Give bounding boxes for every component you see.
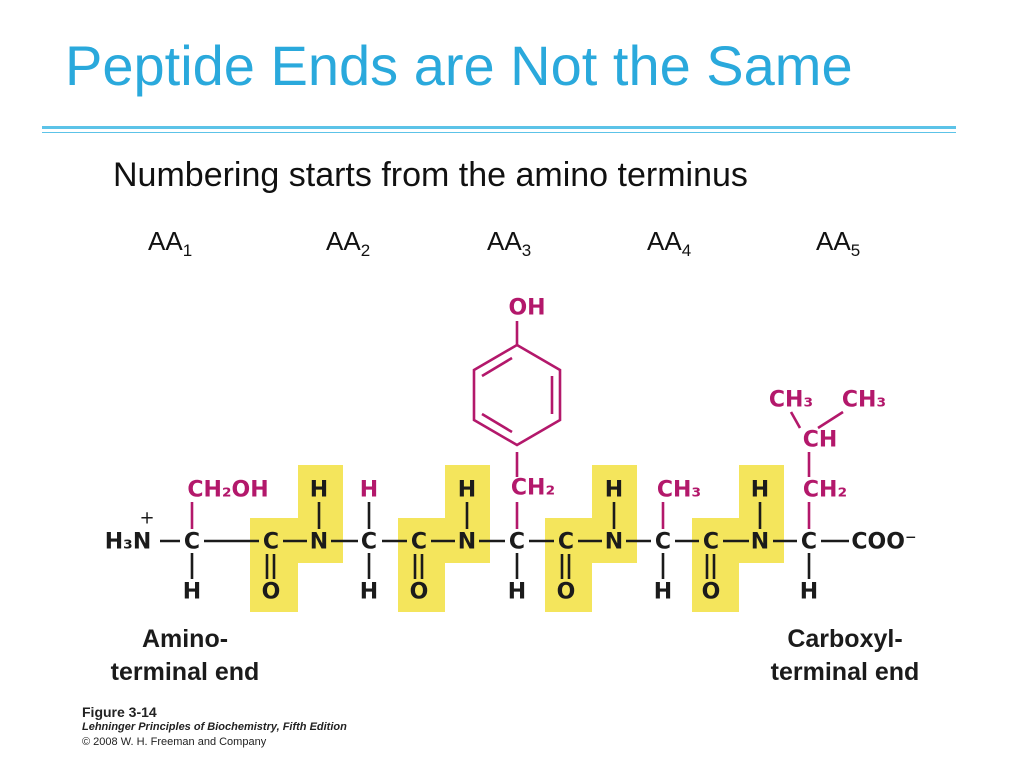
carbonyl-oxygen-3: O [557, 580, 576, 605]
carbonyl-oxygen-4: O [702, 580, 721, 605]
residue-label-1: AA1 [148, 226, 192, 261]
isoleucine-ch3-right: CH₃ [842, 388, 886, 413]
plus-charge: + [139, 508, 154, 529]
amino-end-line2: terminal end [110, 658, 260, 686]
serine-side-chain: CH₂OH [187, 478, 268, 503]
alpha-carbon-4: C [655, 530, 671, 555]
alpha-carbon-3: C [509, 530, 525, 555]
amide-hydrogen-5: H [751, 478, 769, 503]
alpha-carbon-1: C [184, 530, 200, 555]
alpha-hydrogen-1: H [183, 580, 201, 605]
side-chain-bonds [190, 321, 844, 529]
isoleucine-ch: CH [803, 428, 838, 453]
amino-end-line1: Amino- [141, 625, 229, 653]
amide-hydrogen-3: H [458, 478, 476, 503]
residue-label-4: AA4 [647, 226, 691, 261]
carbonyl-carbon-1: C [263, 530, 279, 555]
carbonyl-carbon-3: C [558, 530, 574, 555]
residue-label-text: AA [647, 226, 682, 256]
residue-label-3: AA3 [487, 226, 531, 261]
tyrosine-ch2: CH₂ [511, 476, 555, 501]
residue-label-text: AA [816, 226, 851, 256]
alpha-carbon-5: C [801, 530, 817, 555]
benzene-ring [472, 343, 562, 447]
residue-label-text: AA [487, 226, 522, 256]
carbonyl-carbon-2: C [411, 530, 427, 555]
residue-label-5: AA5 [816, 226, 860, 261]
amide-hydrogen-4: H [605, 478, 623, 503]
alanine-side-chain: CH₃ [657, 478, 701, 503]
carboxyl-terminal-end-label: Carboxyl- terminal end [745, 623, 945, 689]
title-divider [42, 126, 956, 129]
carboxyl-end-line2: terminal end [770, 658, 920, 686]
copyright-notice: © 2008 W. H. Freeman and Company [82, 736, 267, 748]
residue-index: 5 [850, 241, 861, 260]
slide-title: Peptide Ends are Not the Same [65, 34, 853, 97]
alpha-hydrogen-2: H [360, 580, 378, 605]
carbonyl-oxygen-2: O [410, 580, 429, 605]
amide-hydrogen-2: H [310, 478, 328, 503]
amino-group: H₃N [105, 530, 151, 555]
tyrosine-hydroxyl: OH [508, 296, 545, 321]
alpha-hydrogen-5: H [800, 580, 818, 605]
side-chain-atoms: CH₂OH CH₂ OH CH₃ CH₂ CH CH₃ CH₃ [187, 296, 886, 503]
residue-label-text: AA [326, 226, 361, 256]
residue-index: 3 [521, 241, 532, 260]
isoleucine-ch2: CH₂ [803, 478, 847, 503]
amide-nitrogen-5: N [751, 530, 769, 555]
residue-index: 4 [681, 241, 692, 260]
figure-caption: Figure 3-14 Lehninger Principles of Bioc… [82, 705, 347, 750]
residue-label-text: AA [148, 226, 183, 256]
amide-nitrogen-2: N [310, 530, 328, 555]
isoleucine-ch3-left: CH₃ [769, 388, 813, 413]
backbone-atoms: H₃N + C H C O N H C H H C O N H C H C O … [105, 478, 917, 605]
title-divider-thin [42, 132, 956, 133]
carboxylate-group: COO⁻ [851, 530, 916, 555]
alpha-carbon-2: C [361, 530, 377, 555]
alpha-hydrogen-3: H [508, 580, 526, 605]
amide-nitrogen-3: N [458, 530, 476, 555]
slide-subtitle: Numbering starts from the amino terminus [113, 156, 748, 194]
carboxyl-end-line1: Carboxyl- [787, 625, 903, 653]
amide-nitrogen-4: N [605, 530, 623, 555]
residue-index: 1 [182, 241, 193, 260]
figure-number: Figure 3-14 [82, 704, 157, 720]
residue-index: 2 [360, 241, 371, 260]
residue-label-2: AA2 [326, 226, 370, 261]
alpha-hydrogen-2-top: H [360, 478, 378, 503]
carbonyl-oxygen-1: O [262, 580, 281, 605]
book-title: Lehninger Principles of Biochemistry, Fi… [82, 721, 347, 733]
carbonyl-carbon-4: C [703, 530, 719, 555]
amino-terminal-end-label: Amino- terminal end [90, 623, 280, 689]
backbone-bonds [160, 502, 849, 579]
alpha-hydrogen-4: H [654, 580, 672, 605]
